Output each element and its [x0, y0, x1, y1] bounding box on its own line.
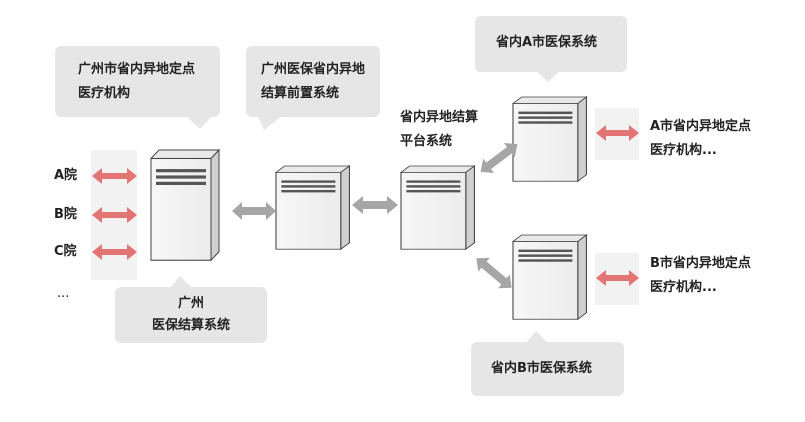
province-platform-label: 省内异地结算 平台系统 — [400, 106, 478, 154]
guangzhou-sites-bubble-tail — [186, 116, 212, 129]
guangzhou-sites-bubble: 广州市省内异地定点医疗机构 — [55, 46, 220, 117]
guangzhou-frontend-bubble-tail — [258, 116, 282, 130]
hospital-a-label: A院 — [54, 168, 78, 183]
city-b-sites-line1: B市省内异地定点 — [650, 256, 751, 271]
guangzhou-settlement-line2: 医保结算系统 — [151, 318, 230, 333]
province-platform-server — [400, 165, 475, 250]
hospital-more-label: ... — [57, 286, 70, 301]
city-b-sites-line2: 医疗机构... — [650, 280, 717, 295]
guangzhou-frontend-server — [275, 165, 350, 250]
hospital-b-label: B院 — [54, 207, 77, 222]
province-platform-line2: 平台系统 — [400, 134, 453, 149]
guangzhou-settlement-bubble: 广州 医保结算系统 — [115, 287, 267, 343]
city-b-sites-label: B市省内异地定点 医疗机构... — [650, 252, 751, 300]
city-a-system-bubble: 省内A市医保系统 — [475, 16, 627, 72]
city-a-system-text: 省内A市医保系统 — [496, 35, 598, 50]
hospital-c-arrow — [92, 244, 137, 260]
platform-city-a-arrow — [480, 142, 518, 174]
guangzhou-settlement-bubble-tail — [170, 276, 192, 288]
guangzhou-settlement-server — [150, 149, 220, 261]
city-a-sites-arrow — [596, 125, 639, 141]
city-a-sites-label: A市省内异地定点 医疗机构... — [650, 115, 751, 163]
settlement-frontend-arrow — [232, 202, 276, 220]
city-b-server — [512, 234, 587, 320]
city-b-sites-arrow — [596, 270, 639, 286]
city-b-system-bubble-tail — [526, 331, 548, 343]
hospital-a-arrow — [92, 168, 137, 184]
city-a-sites-line1: A市省内异地定点 — [650, 119, 752, 134]
platform-city-b-arrow — [476, 257, 512, 289]
guangzhou-settlement-line1: 广州 — [177, 296, 204, 311]
province-platform-line1: 省内异地结算 — [400, 110, 479, 125]
guangzhou-sites-text: 广州市省内异地定点医疗机构 — [78, 62, 196, 101]
hospital-arrows — [92, 168, 137, 260]
hospital-c-label: C院 — [54, 244, 77, 259]
city-a-server — [512, 96, 587, 182]
city-b-system-text: 省内B市医保系统 — [491, 361, 592, 376]
guangzhou-frontend-bubble: 广州医保省内异地结算前置系统 — [246, 46, 380, 117]
frontend-platform-arrow — [352, 196, 398, 214]
city-a-sites-line2: 医疗机构... — [650, 143, 717, 158]
city-a-system-bubble-tail — [536, 71, 560, 82]
city-b-system-bubble: 省内B市医保系统 — [471, 342, 624, 396]
hospital-b-arrow — [92, 207, 137, 223]
guangzhou-frontend-text: 广州医保省内异地结算前置系统 — [261, 62, 366, 101]
